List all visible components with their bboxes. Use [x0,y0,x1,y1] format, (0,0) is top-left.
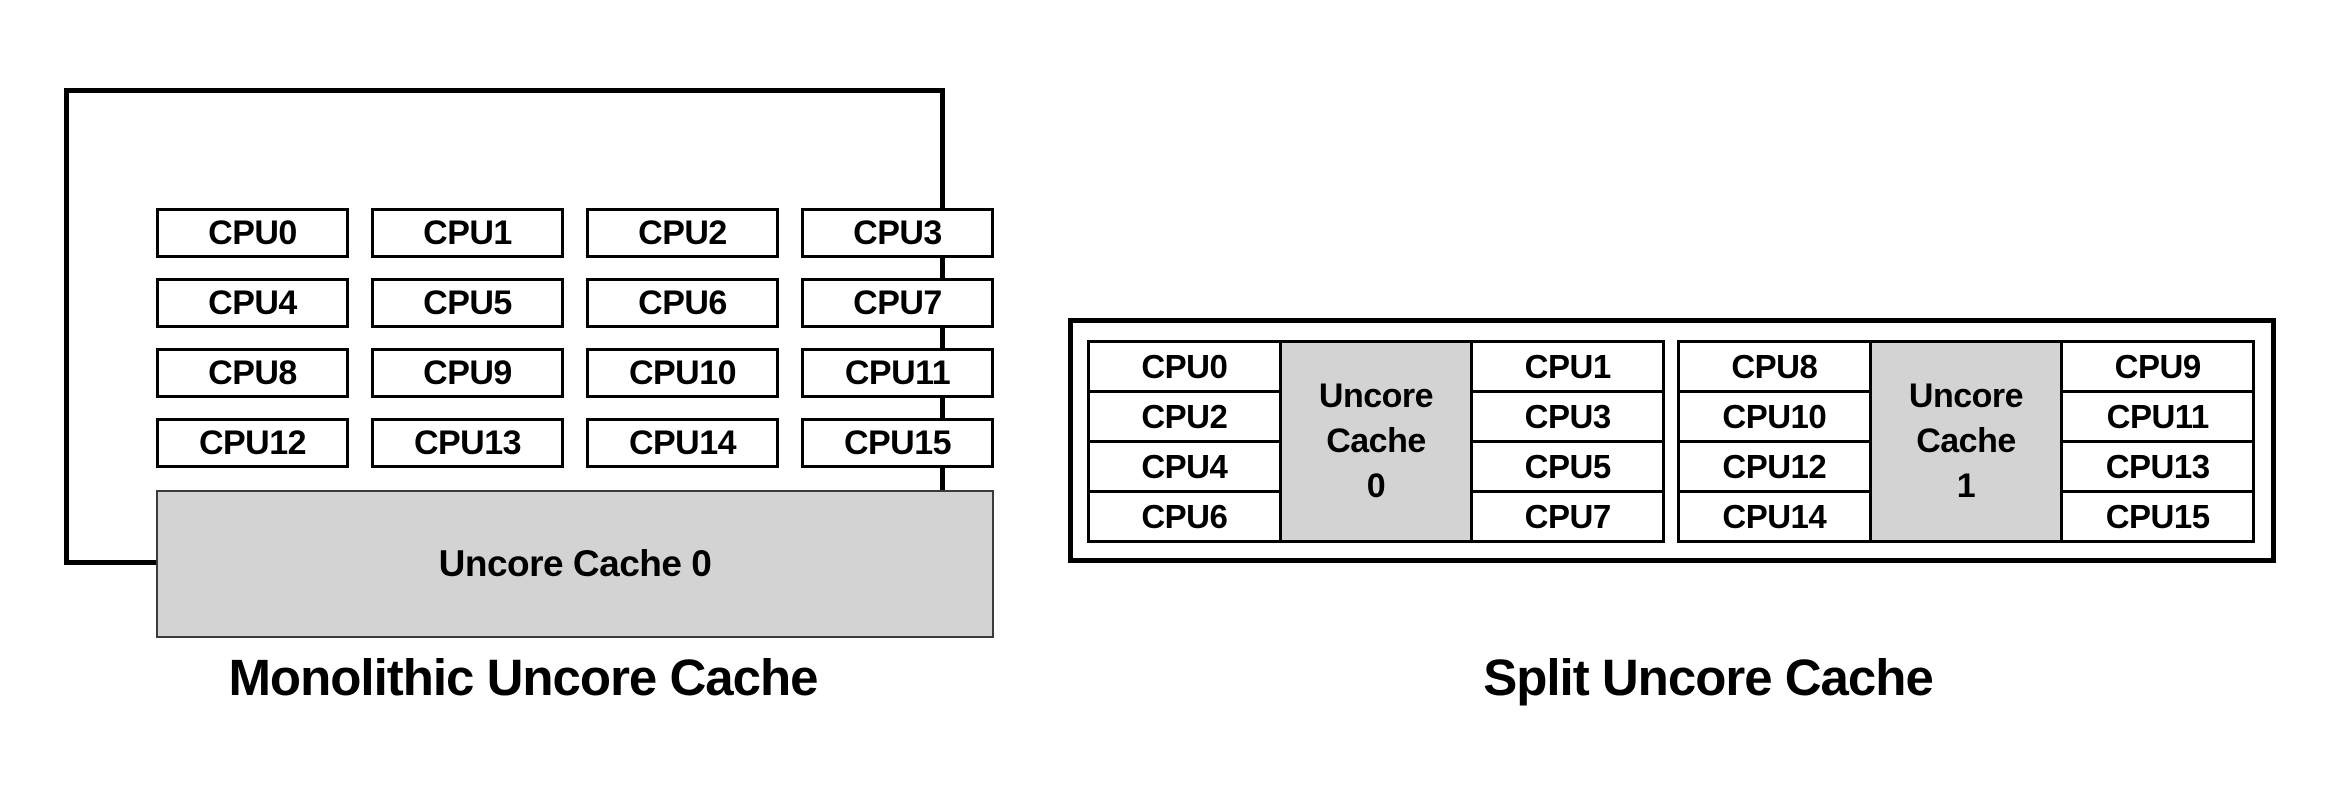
cache-label-line: Uncore [1318,377,1434,415]
cpu-cell: CPU15 [2063,493,2252,540]
cpu-cell: CPU11 [2063,393,2252,440]
cpu-cell: CPU14 [1680,493,1869,540]
cpu-box: CPU7 [801,278,994,328]
uncore-cache-0-cell: Uncore Cache 0 [1281,343,1471,540]
cpu-cell: CPU5 [1473,443,1662,490]
cpu-cell: CPU6 [1090,493,1279,540]
cache-label-line: 1 [1956,467,1976,505]
cpu-box: CPU2 [586,208,779,258]
cpu-box: CPU11 [801,348,994,398]
split-cluster-1: CPU8 CPU10 CPU12 CPU14 Uncore Cache 1 CP… [1677,340,2255,543]
cpu-box: CPU8 [156,348,349,398]
cpu-cell: CPU8 [1680,343,1869,390]
uncore-cache-1-cell: Uncore Cache 1 [1871,343,2061,540]
cpu-cell: CPU2 [1090,393,1279,440]
cpu-box: CPU0 [156,208,349,258]
cache-label-line: 0 [1366,467,1386,505]
monolithic-cpu-grid: CPU0 CPU1 CPU2 CPU3 CPU4 CPU5 CPU6 CPU7 … [156,208,994,468]
cache-label-line: Cache [1326,422,1426,460]
cpu-cell: CPU3 [1473,393,1662,440]
cpu-box: CPU5 [371,278,564,328]
cpu-box: CPU12 [156,418,349,468]
cpu-box: CPU1 [371,208,564,258]
cpu-box: CPU9 [371,348,564,398]
cpu-box: CPU10 [586,348,779,398]
caption-monolithic-uncore-cache: Monolithic Uncore Cache [228,649,818,706]
cpu-box: CPU14 [586,418,779,468]
cache-label-line: Uncore [1908,377,2024,415]
uncore-cache-0-box: Uncore Cache 0 [156,490,994,638]
cpu-cell: CPU13 [2063,443,2252,490]
cache-label-line: Cache [1916,422,2016,460]
cpu-cell: CPU7 [1473,493,1662,540]
cpu-cell: CPU4 [1090,443,1279,490]
cpu-box: CPU3 [801,208,994,258]
cpu-cell: CPU9 [2063,343,2252,390]
cpu-box: CPU6 [586,278,779,328]
split-cluster-0: CPU0 CPU2 CPU4 CPU6 Uncore Cache 0 CPU1 … [1087,340,1665,543]
cpu-cell: CPU0 [1090,343,1279,390]
cpu-box: CPU15 [801,418,994,468]
monolithic-diagram-box: CPU0 CPU1 CPU2 CPU3 CPU4 CPU5 CPU6 CPU7 … [64,88,994,638]
caption-split-uncore-cache: Split Uncore Cache [1483,649,1934,706]
cpu-cell: CPU1 [1473,343,1662,390]
cpu-box: CPU4 [156,278,349,328]
cpu-cell: CPU10 [1680,393,1869,440]
cpu-box: CPU13 [371,418,564,468]
cpu-cell: CPU12 [1680,443,1869,490]
